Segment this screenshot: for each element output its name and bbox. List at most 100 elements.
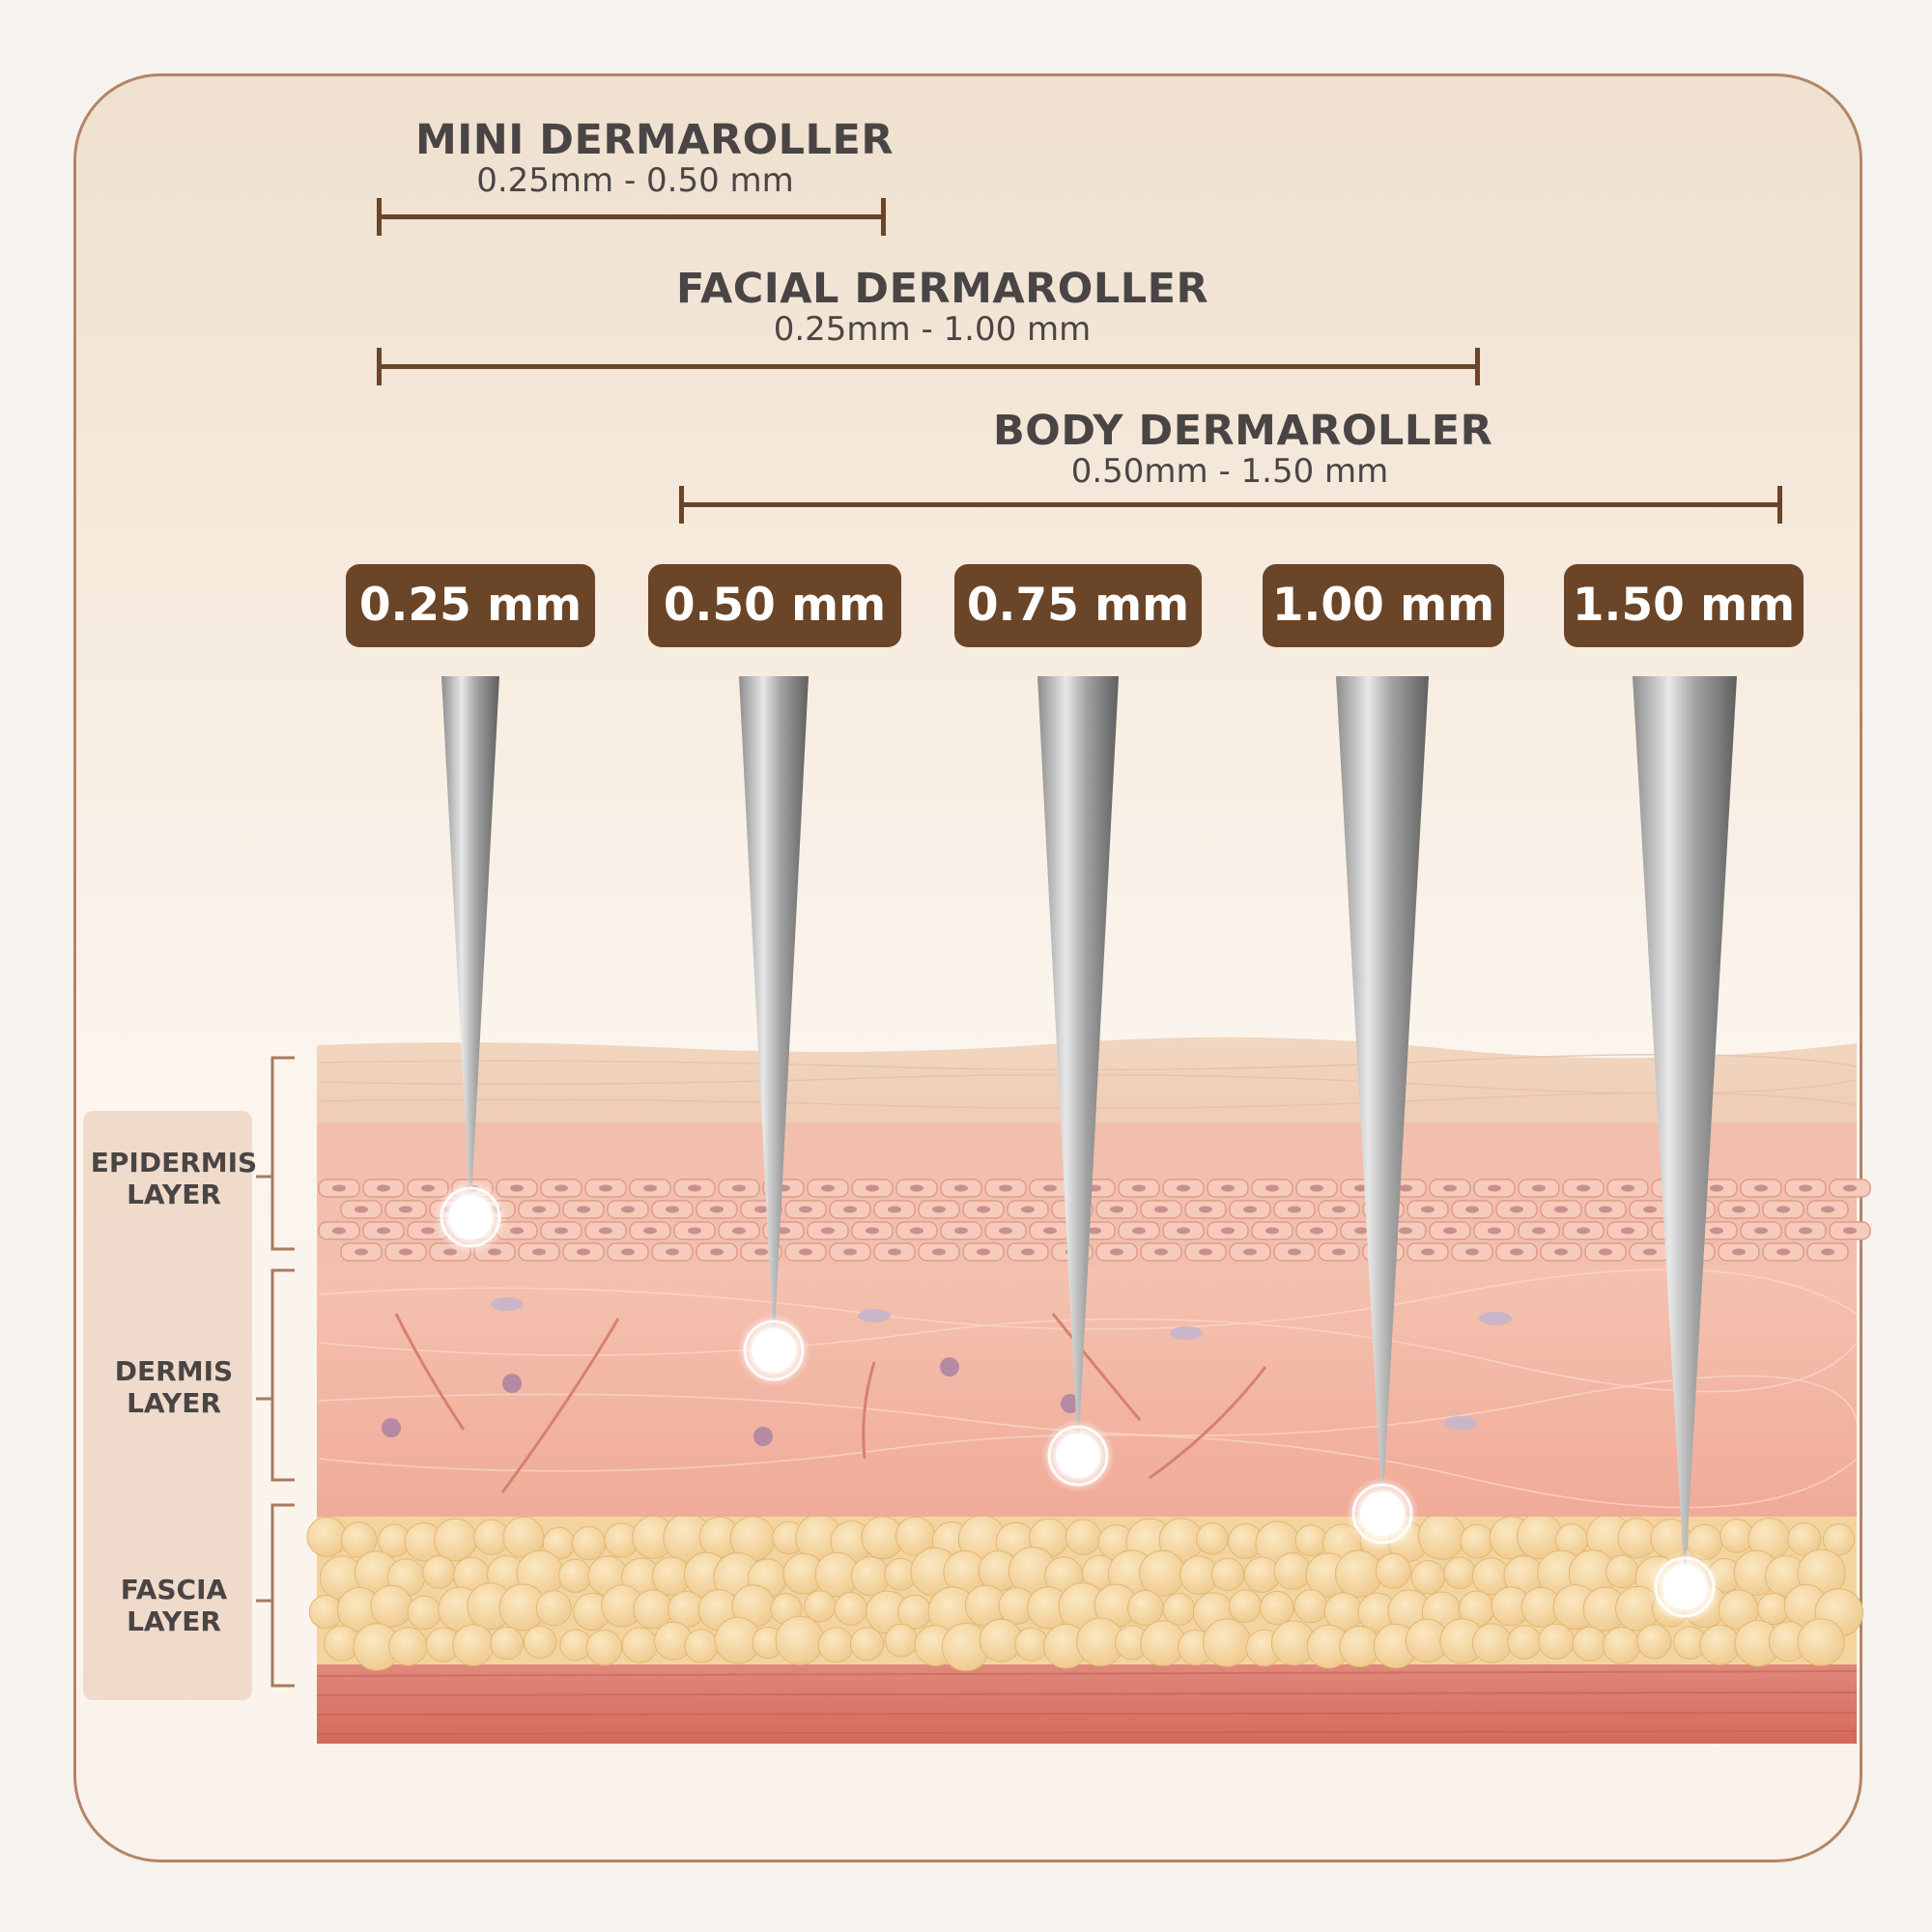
cell-nucleus <box>621 1206 635 1213</box>
needle-label-0-25: 0.25 mm <box>346 564 595 647</box>
cell-nucleus <box>977 1206 990 1213</box>
cell-nucleus <box>599 1227 612 1235</box>
fat-cell <box>834 1592 868 1626</box>
cell-nucleus <box>643 1227 657 1235</box>
cell-nucleus <box>1043 1184 1057 1192</box>
fat-cell <box>1162 1592 1196 1626</box>
cell-nucleus <box>399 1248 412 1256</box>
needle-tip-dot <box>1056 1434 1100 1478</box>
cell-nucleus <box>1821 1206 1834 1213</box>
cell-nucleus <box>866 1227 879 1235</box>
cell-nucleus <box>1532 1227 1546 1235</box>
fat-cell <box>1443 1556 1476 1589</box>
fat-cell <box>490 1626 525 1661</box>
cell-nucleus <box>888 1248 901 1256</box>
cell-nucleus <box>1643 1248 1657 1256</box>
cell-nucleus <box>510 1184 524 1192</box>
cell-nucleus <box>1843 1227 1857 1235</box>
cell-nucleus <box>1265 1184 1279 1192</box>
cell-nucleus <box>1177 1184 1190 1192</box>
cell-nucleus <box>1199 1248 1212 1256</box>
cell-nucleus <box>1310 1227 1323 1235</box>
needle-shaft <box>1037 676 1119 1456</box>
fascia-label-line2: LAYER <box>127 1605 221 1637</box>
dermis-label-line2: LAYER <box>127 1387 221 1419</box>
fat-cell <box>1410 1560 1446 1595</box>
cell-nucleus <box>1243 1206 1257 1213</box>
cell-nucleus <box>621 1248 635 1256</box>
cell-nucleus <box>1443 1227 1457 1235</box>
cell-nucleus <box>688 1184 701 1192</box>
body-dermaroller-range: 0.50mm - 1.50 mm <box>1070 452 1389 491</box>
mini-dermaroller-bar <box>377 198 886 236</box>
cell-nucleus <box>1132 1227 1146 1235</box>
cell-nucleus <box>1021 1248 1035 1256</box>
cell-nucleus <box>332 1227 346 1235</box>
cell-nucleus <box>999 1184 1012 1192</box>
cell-nucleus <box>843 1206 857 1213</box>
cell-nucleus <box>1221 1227 1235 1235</box>
cell-nucleus <box>1799 1184 1812 1192</box>
needle-label-0-50: 0.50 mm <box>648 564 901 647</box>
cell-nucleus <box>1510 1248 1523 1256</box>
dermis-cells <box>382 1297 1512 1446</box>
cell-nucleus <box>643 1184 657 1192</box>
fat-cell <box>1460 1523 1495 1559</box>
cell-nucleus <box>1288 1248 1301 1256</box>
fat-cell <box>1139 1549 1186 1597</box>
cell-nucleus <box>754 1206 768 1213</box>
fat-cell <box>1471 1623 1513 1663</box>
cell-nucleus <box>421 1184 435 1192</box>
cell-nucleus <box>1554 1206 1568 1213</box>
fascia-label-line1: FASCIA <box>120 1574 228 1605</box>
cell-nucleus <box>1488 1227 1501 1235</box>
fat-cell <box>1605 1554 1639 1589</box>
cell-nucleus <box>1843 1184 1857 1192</box>
cell-nucleus <box>1332 1206 1346 1213</box>
needle-075 <box>1037 676 1119 1492</box>
cell-nucleus <box>977 1248 990 1256</box>
cell-nucleus <box>1599 1248 1612 1256</box>
dermis-layer-label: DERMIS LAYER <box>87 1355 261 1419</box>
cell-nucleus <box>1799 1227 1812 1235</box>
cell-nucleus <box>355 1206 368 1213</box>
cell-nucleus <box>1354 1227 1368 1235</box>
cell-nucleus <box>1754 1184 1768 1192</box>
needle-150 <box>1633 676 1737 1624</box>
cell-nucleus <box>1088 1227 1101 1235</box>
fat-cells <box>306 1512 1863 1672</box>
needle-tip-ring <box>440 1186 501 1248</box>
fat-cell <box>407 1595 442 1631</box>
cell-nucleus <box>1265 1227 1279 1235</box>
fat-cell <box>388 1627 428 1666</box>
mini-dermaroller-title: MINI DERMAROLLER <box>415 116 894 164</box>
fat-cell <box>452 1624 495 1666</box>
cell-nucleus <box>688 1227 701 1235</box>
epidermis-label-line2: LAYER <box>127 1179 221 1210</box>
cell-nucleus <box>954 1227 968 1235</box>
cell-nucleus <box>1621 1227 1634 1235</box>
fat-cell <box>775 1615 825 1665</box>
cell-nucleus <box>821 1227 835 1235</box>
cell-nucleus <box>932 1206 946 1213</box>
cell-nucleus <box>666 1206 679 1213</box>
cell-nucleus <box>666 1248 679 1256</box>
cell-nucleus <box>577 1248 590 1256</box>
cell-nucleus <box>954 1184 968 1192</box>
cell-nucleus <box>1399 1184 1412 1192</box>
cell-nucleus <box>1488 1184 1501 1192</box>
fat-cell <box>849 1627 885 1662</box>
cell-nucleus <box>377 1227 390 1235</box>
needle-shaft <box>739 676 809 1350</box>
fat-cell <box>1375 1552 1411 1589</box>
fat-cell <box>1538 1623 1575 1660</box>
fat-cell <box>1507 1625 1543 1660</box>
muscle-fibers <box>316 1670 1858 1735</box>
cell-nucleus <box>910 1184 923 1192</box>
needles <box>434 676 1737 1624</box>
fat-cell <box>1699 1624 1741 1665</box>
fat-cell <box>1294 1524 1327 1557</box>
cell-nucleus <box>843 1248 857 1256</box>
cell-nucleus <box>866 1184 879 1192</box>
